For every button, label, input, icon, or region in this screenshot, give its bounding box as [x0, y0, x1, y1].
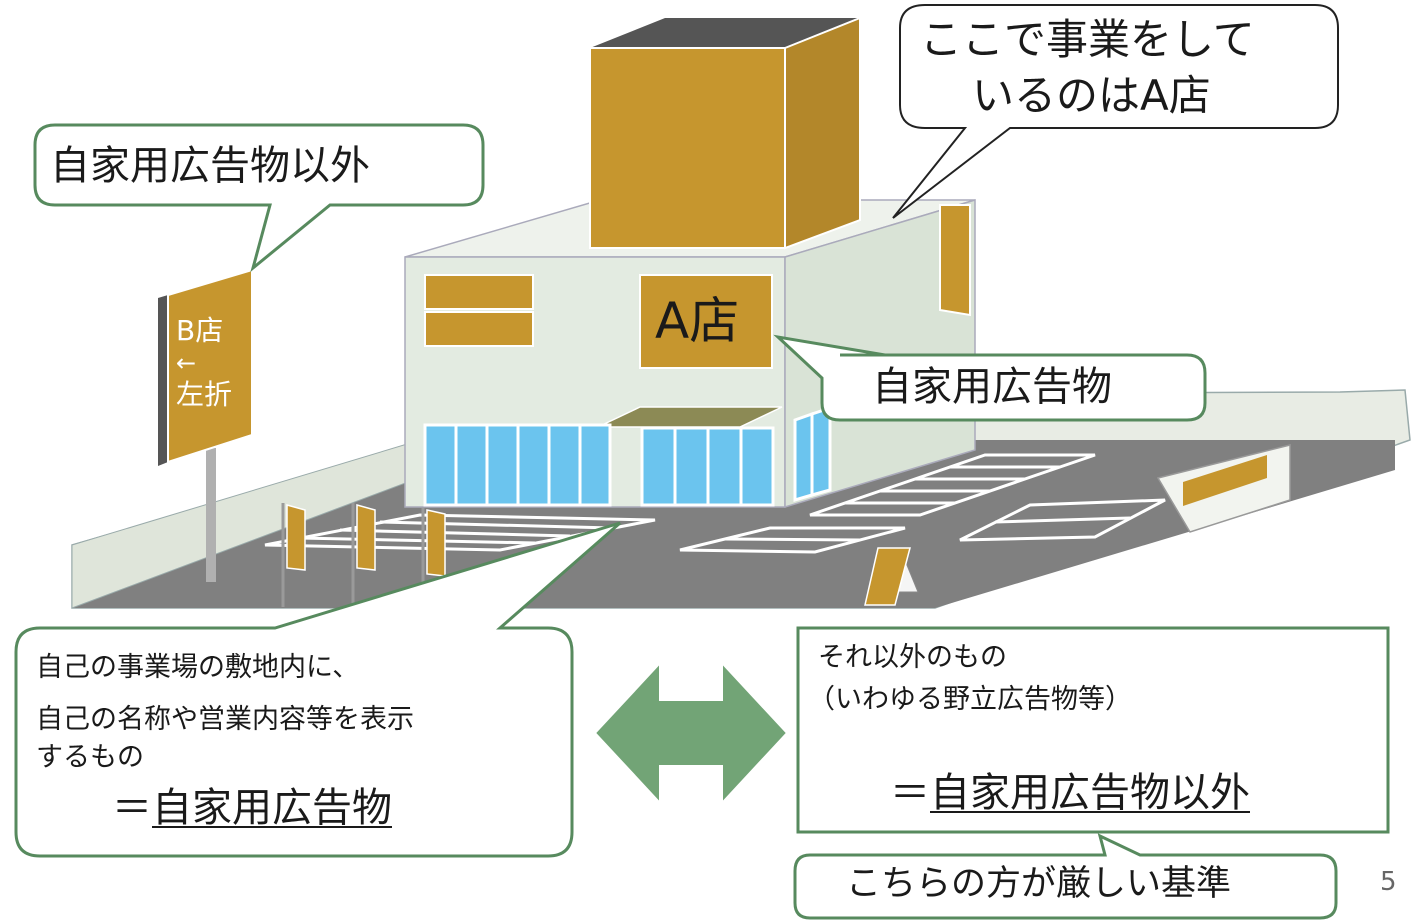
rooftop-box-front [589, 47, 786, 249]
wall-sign [1183, 455, 1267, 506]
bottom-right-conclusion: ＝自家用広告物以外 [890, 770, 1250, 816]
note-callout-shape [793, 833, 1338, 920]
bottom-left-conclusion: ＝自家用広告物 [112, 785, 392, 831]
bottom-right-line1: それ以外のもの [818, 642, 1007, 673]
pole-sign-store-name: B店 [176, 314, 224, 347]
bottom-left-line2: 自己の名称や営業内容等を表示 [36, 704, 414, 735]
parking-lines [264, 453, 1166, 554]
callout-top-left-text: 自家用広告物以外 [50, 143, 370, 189]
equals-sign: ＝ [112, 785, 152, 831]
pole-sign-edge [158, 295, 168, 466]
callout-top-right-line2: いるのはA店 [972, 71, 1211, 120]
bottom-right-line2: （いわゆる野立広告物等） [808, 684, 1132, 715]
banner-flags [281, 503, 446, 607]
side-vertical-sign [939, 204, 971, 317]
callout-bottom-right-box [796, 626, 1390, 834]
callout-middle-shape [773, 334, 1207, 422]
callout-top-right-shape [892, 4, 1339, 219]
storefront-windows [423, 405, 832, 507]
term-private-ad: 自家用広告物 [152, 785, 392, 831]
page-number: 5 [1380, 867, 1397, 897]
callout-middle-text: 自家用広告物 [872, 364, 1112, 410]
callout-top-left-shape [33, 123, 485, 273]
rooftop-box-side [784, 16, 861, 250]
bottom-left-line3: するもの [36, 742, 144, 773]
pole-sign-post [206, 448, 216, 582]
facade-sign-2 [424, 311, 534, 347]
note-text: こちらの方が厳しい基準 [846, 864, 1232, 904]
a-store-sign-text: A店 [655, 292, 740, 350]
equals-sign: ＝ [890, 770, 930, 816]
pole-sign-text: B店 ← 左折 [176, 312, 232, 414]
pole-sign-direction: 左折 [176, 378, 233, 412]
a-store-sign-board [639, 274, 773, 369]
callout-top-right-line1: ここで事業をして [920, 15, 1255, 64]
pole-sign-board [167, 268, 253, 464]
left-arrow-icon: ← [176, 348, 197, 377]
term-non-private-ad: 自家用広告物以外 [930, 770, 1250, 816]
a-frame-sign [864, 547, 919, 606]
double-arrow [593, 660, 789, 806]
bottom-left-line1: 自己の事業場の敷地内に、 [36, 652, 360, 683]
facade-sign-1 [424, 274, 534, 310]
callout-bottom-left-shape [14, 521, 621, 858]
rooftop-box-top [590, 18, 860, 48]
parking-lot-asphalt [72, 440, 1395, 608]
